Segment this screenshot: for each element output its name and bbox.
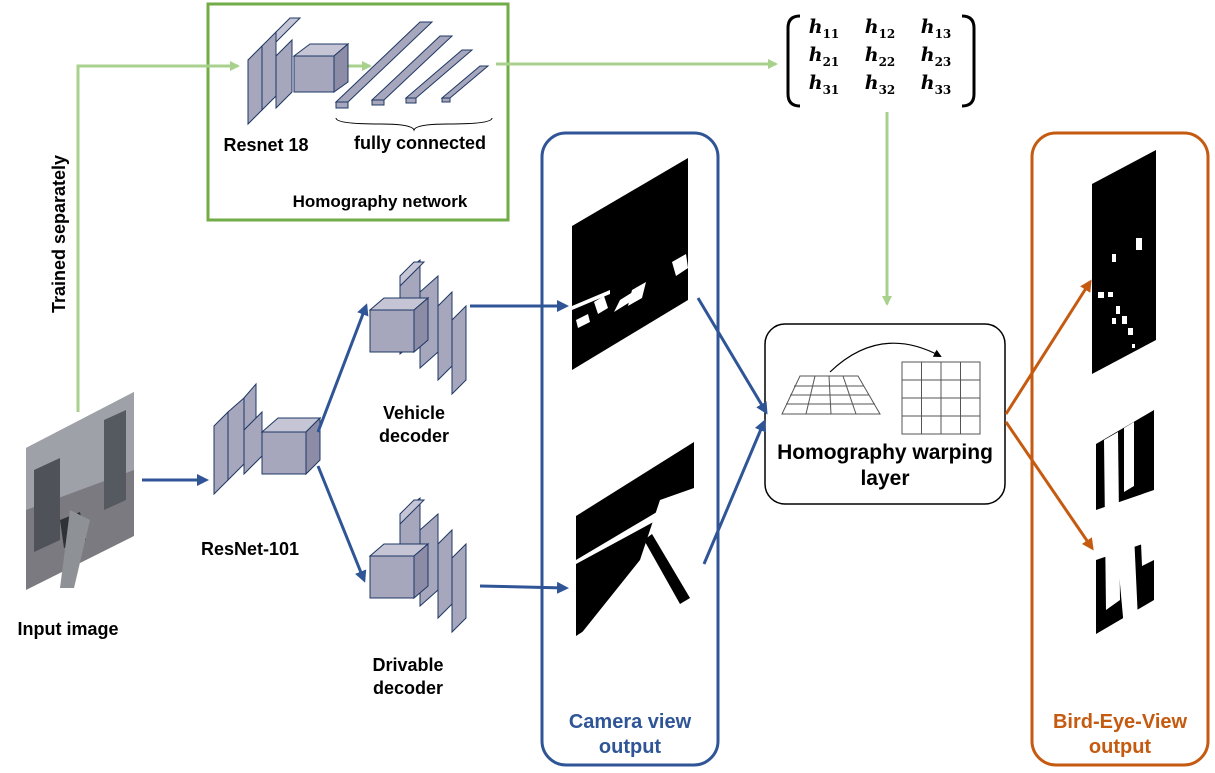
drivable-decoder-block [368, 496, 467, 634]
bev-output-label: Bird-Eye-View output [1052, 711, 1188, 758]
warping-to-bev-vehicle-arrow [1004, 279, 1092, 415]
resnet101-label: ResNet-101 [200, 539, 300, 559]
vehicle-decoder-label: Vehicle decoder [378, 403, 450, 446]
drivable-decoder-label: Drivable decoder [372, 655, 444, 698]
matrix-entry-h33: h33 [912, 72, 960, 97]
bev-drivable-mask [1096, 410, 1154, 634]
resnet101-to-vehicle-arrow [316, 303, 369, 433]
camera-view-output-label: Camera view output [568, 711, 692, 758]
matrix-entry-h23: h23 [912, 44, 960, 69]
camera-view-output-box [540, 131, 720, 767]
homography-network-box [206, 2, 510, 222]
rectified-grid-icon [901, 361, 981, 435]
matrix-entry-base: h [920, 43, 935, 66]
resnet101-to-drivable-arrow [316, 465, 367, 583]
matrix-entry-subscript: 33 [934, 82, 952, 97]
warping-to-bev-drivable-arrow [1004, 421, 1094, 551]
matrix-entry-subscript: 22 [878, 54, 896, 69]
matrix-entry-h22: h22 [856, 44, 904, 69]
input-image-label: Input image [17, 619, 119, 639]
resnet18-label: Resnet 18 [223, 135, 309, 155]
input-image [26, 392, 134, 590]
matrix-entry-h11: h11 [800, 16, 848, 41]
matrix-entry-subscript: 23 [934, 54, 952, 69]
matrix-entry-subscript: 13 [934, 26, 952, 41]
fully-connected-layers [334, 21, 490, 109]
perspective-grid-icon [781, 375, 881, 415]
matrix-entry-subscript: 21 [822, 54, 840, 69]
matrix-entry-subscript: 31 [822, 82, 840, 97]
fully-connected-label: fully connected [353, 133, 487, 153]
matrix-entry-h13: h13 [912, 16, 960, 41]
camera-drivable-mask [576, 442, 700, 662]
trained-separately-label: Trained separately [49, 154, 69, 314]
homography-matrix-brackets [786, 14, 976, 108]
matrix-entry-h12: h12 [856, 16, 904, 41]
drivable-to-camera-arrow [479, 581, 569, 594]
matrix-entry-base: h [864, 71, 879, 94]
matrix-entry-base: h [808, 71, 823, 94]
vehicle-decoder-block [368, 258, 467, 396]
matrix-entry-base: h [920, 15, 935, 38]
matrix-entry-subscript: 11 [822, 26, 840, 41]
matrix-entry-h31: h31 [800, 72, 848, 97]
bev-output-box [1030, 131, 1210, 767]
camera-vehicle-mask [572, 158, 688, 370]
homography-warping-layer-label: Homography warping layer [777, 441, 993, 491]
resnet18-block [247, 17, 350, 126]
matrix-entry-base: h [808, 15, 823, 38]
matrix-entry-h32: h32 [856, 72, 904, 97]
warp-curve-arrow [829, 342, 942, 373]
matrix-entry-h21: h21 [800, 44, 848, 69]
homography-network-label: Homography network [292, 192, 468, 211]
vehicle-view-to-warping-arrow [696, 297, 768, 415]
matrix-entry-base: h [920, 71, 935, 94]
trained-separately-arrow [76, 61, 240, 412]
resnet101-block [213, 382, 322, 496]
matrix-entry-subscript: 32 [878, 82, 896, 97]
drivable-view-to-warping-arrow [702, 419, 767, 565]
fully-connected-brace [335, 117, 493, 132]
matrix-entry-base: h [864, 43, 879, 66]
matrix-entry-base: h [808, 43, 823, 66]
bev-vehicle-mask [1092, 150, 1156, 374]
matrix-entry-subscript: 12 [878, 26, 896, 41]
matrix-entry-base: h [864, 15, 879, 38]
